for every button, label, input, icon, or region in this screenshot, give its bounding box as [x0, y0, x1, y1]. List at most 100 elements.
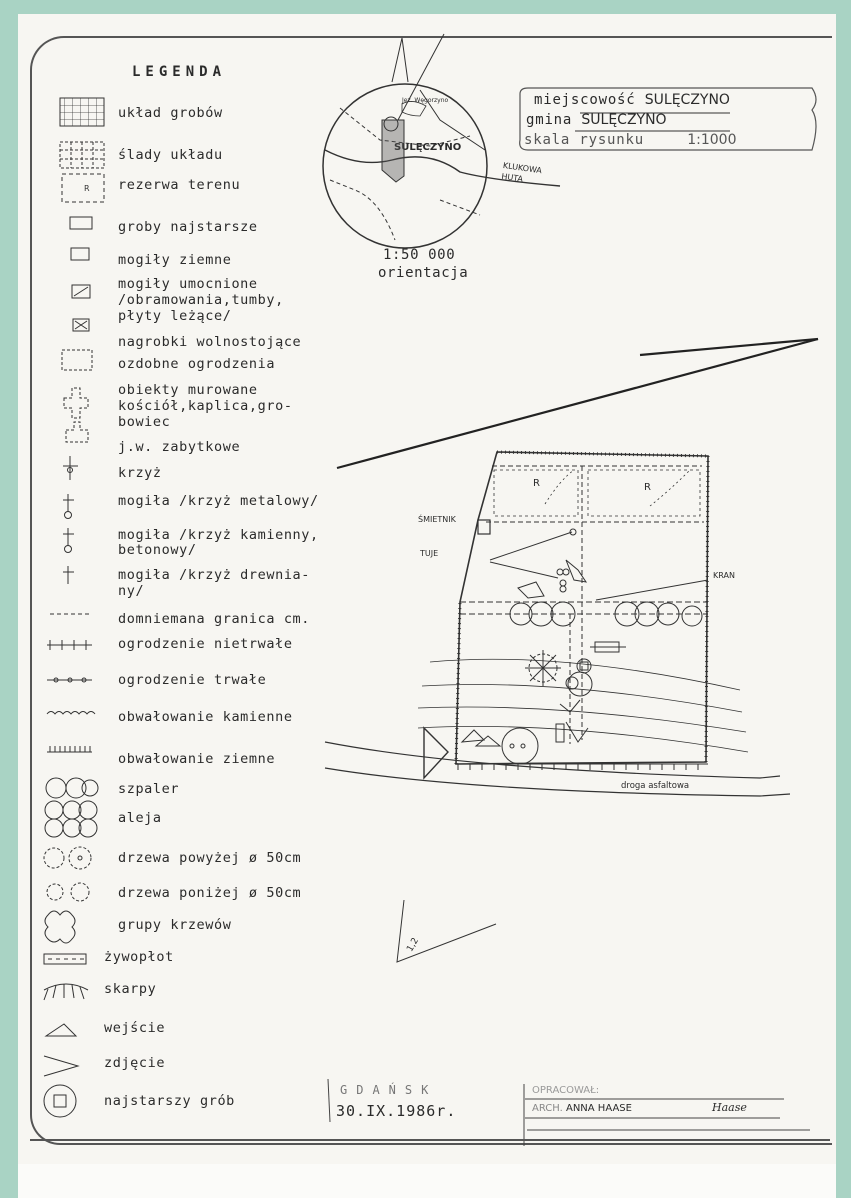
- symbol-stone-embankment-icon: [46, 711, 96, 715]
- orientation-town: SULĘCZYNO: [394, 142, 462, 153]
- symbol-cross-icon: [63, 456, 78, 480]
- legend-item-label: /obramowania,tumby,: [118, 292, 284, 308]
- legend-item-label: betonowy/: [118, 542, 197, 558]
- orientation-lake: Jez. Węgorzyno: [402, 97, 449, 104]
- legend-item-label: obwałowanie kamienne: [118, 709, 293, 725]
- legend-item-label: mogiła /krzyż kamienny,: [118, 527, 319, 543]
- symbol-shrubs-icon: [44, 910, 76, 944]
- legend-item-label: zdjęcie: [104, 1055, 166, 1071]
- symbol-layout-traces-icon: [59, 141, 105, 169]
- legend-item-label: ny/: [118, 583, 145, 599]
- legend-item-label: bowiec: [118, 414, 171, 430]
- legend-item-label: rezerwa terenu: [118, 177, 241, 193]
- commune-row: gmina SULĘCZYNO: [526, 112, 667, 128]
- symbol-large-tree-icon: [43, 846, 92, 870]
- legend-item-label: groby najstarsze: [118, 219, 258, 235]
- legend-item-label: ozdobne ogrodzenia: [118, 356, 276, 372]
- symbol-reinforced-graves-icon: [71, 284, 91, 299]
- symbol-photo-icon: [43, 1055, 80, 1077]
- legend-item-label: kościół,kaplica,gro-: [118, 398, 293, 414]
- label-reserve-right: R: [644, 482, 651, 493]
- header-box: [519, 87, 817, 151]
- legend-title: LEGENDA: [132, 64, 227, 80]
- legend-item-label: obwałowanie ziemne: [118, 751, 276, 767]
- legend-item-label: ogrodzenie trwałe: [118, 672, 267, 688]
- legend-item-label: nagrobki wolnostojące: [118, 334, 302, 350]
- symbol-ornamental-fence-icon: [61, 349, 93, 371]
- orientation-label: orientacja: [378, 265, 469, 281]
- symbol-entrance-icon: [44, 1023, 78, 1037]
- diagonal-line-long: [336, 337, 819, 470]
- symbol-temporary-fence-icon: [47, 640, 92, 650]
- legend-item-label: mogiły umocnione: [118, 276, 258, 292]
- legend-item-label: drzewa poniżej ø 50cm: [118, 885, 302, 901]
- footer-city: GDAŃSK: [340, 1083, 438, 1097]
- legend-item-label: płyty leżące/: [118, 308, 232, 324]
- scale-value: 1:1000: [687, 132, 737, 148]
- legend-item-label: żywopłot: [104, 949, 174, 965]
- diagonal-line-short: [639, 337, 819, 357]
- legend-item-label: mogiła /krzyż metalowy/: [118, 493, 319, 509]
- legend-item-label: aleja: [118, 810, 162, 826]
- symbol-earth-graves-icon: [70, 247, 90, 261]
- legend-item-label: krzyż: [118, 465, 162, 481]
- legend-item-label: ślady układu: [118, 147, 223, 163]
- legend-item-label: wejście: [104, 1020, 166, 1036]
- symbol-avenue-icon: [44, 800, 98, 838]
- label-reserve-left: R: [533, 478, 540, 489]
- footer-signature: Haase: [712, 1101, 747, 1114]
- scale-row: skala rysunku 1:1000: [524, 132, 736, 148]
- symbol-earth-embankment-icon: [47, 746, 92, 753]
- footer-author-label: OPRACOWAŁ:: [532, 1085, 600, 1096]
- legend-item-label: układ grobów: [118, 105, 223, 121]
- legend-item-label: domniemana granica cm.: [118, 611, 311, 627]
- symbol-hedge-icon: [43, 953, 87, 965]
- symbol-wooden-cross-icon: [63, 566, 74, 584]
- symbol-grave-layout-icon: [59, 97, 105, 127]
- orientation-map: [322, 33, 561, 249]
- orientation-scale: 1:50 000: [383, 247, 456, 263]
- symbol-permanent-fence-icon: [47, 677, 92, 683]
- legend-item-label: grupy krzewów: [118, 917, 232, 933]
- label-kran: KRAN: [713, 571, 735, 580]
- label-smietnik: ŚMIETNIK: [418, 515, 456, 524]
- place-label: miejscowość: [534, 92, 636, 108]
- scale-label: skala rysunku: [524, 132, 644, 148]
- symbol-metal-cross-icon: [63, 494, 74, 519]
- symbol-historic-church-icon: [65, 421, 89, 443]
- legend-item-label: najstarszy grób: [104, 1093, 235, 1109]
- paper-sheet: [18, 14, 836, 1164]
- symbol-oldest-graves-icon: [69, 216, 93, 230]
- cemetery-plan: [324, 450, 791, 963]
- commune-label: gmina: [526, 112, 573, 128]
- symbol-tree-row-icon: [45, 777, 99, 799]
- legend-item-label: ogrodzenie nietrwałe: [118, 636, 293, 652]
- legend-item-label: obiekty murowane: [118, 382, 258, 398]
- legend-item-label: j.w. zabytkowe: [118, 439, 241, 455]
- symbol-oldest-grave-icon: [43, 1084, 77, 1118]
- drawing-frame: [30, 36, 832, 1145]
- legend-symbols: R: [43, 97, 105, 1118]
- commune-value: SULĘCZYNO: [581, 112, 667, 128]
- symbol-stone-cross-icon: [63, 528, 74, 553]
- legend-item-label: mogiły ziemne: [118, 252, 232, 268]
- reserve-r-glyph: R: [84, 184, 90, 193]
- footer-author-prefix: ARCH.: [532, 1103, 563, 1114]
- scan-bottom-strip: [18, 1164, 836, 1198]
- symbol-church-icon: [63, 387, 89, 419]
- footer-author-row: ARCH. ANNA HAASE: [532, 1103, 632, 1114]
- place-value: SULĘCZYNO: [644, 92, 730, 108]
- legend-item-label: mogiła /krzyż drewnia-: [118, 567, 311, 583]
- footer-date: 30.IX.1986r.: [336, 1102, 457, 1120]
- symbol-tombstones-icon: [72, 318, 90, 332]
- place-row: miejscowość SULĘCZYNO: [534, 92, 730, 108]
- footer-lines: [327, 1078, 810, 1146]
- footer-author: ANNA HAASE: [565, 1103, 632, 1114]
- legend-item-label: szpaler: [118, 781, 180, 797]
- legend-item-label: drzewa powyżej ø 50cm: [118, 850, 302, 866]
- symbol-slope-icon: [43, 983, 89, 1001]
- symbol-reserve-icon: [61, 173, 105, 203]
- label-road: droga asfaltowa: [621, 781, 690, 791]
- symbol-small-tree-icon: [46, 882, 90, 902]
